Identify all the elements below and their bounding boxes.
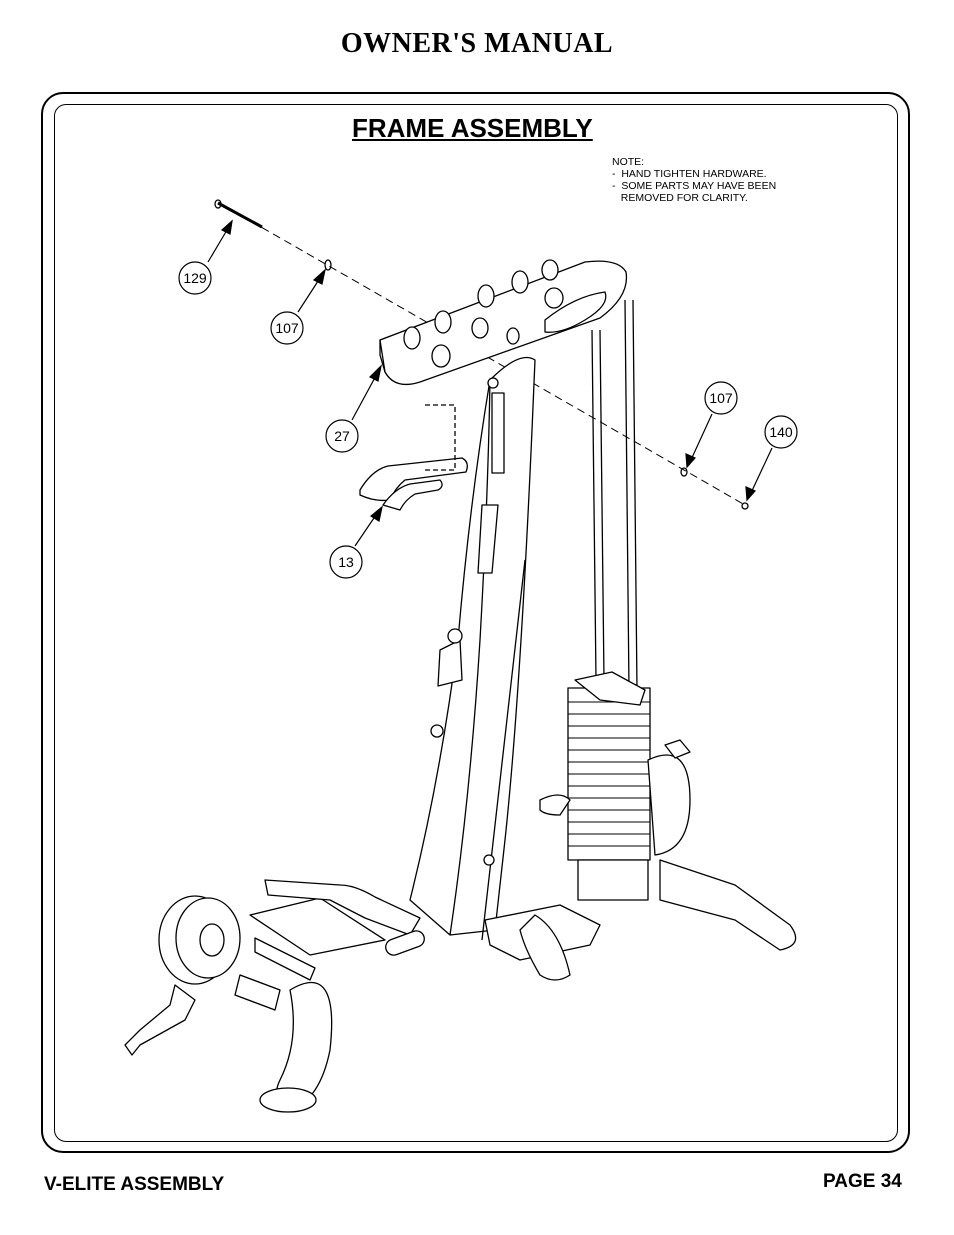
note-line-3: REMOVED FOR CLARITY. <box>612 192 748 204</box>
inner-border <box>54 104 898 1142</box>
callout-107-right-label: 107 <box>709 390 733 406</box>
callout-107-left: 107 <box>270 311 304 345</box>
assembly-note: NOTE: - HAND TIGHTEN HARDWARE. - SOME PA… <box>612 156 776 204</box>
note-label: NOTE: <box>612 156 645 168</box>
frame-assembly-drawing: 129 107 27 13 107 140 <box>124 199 798 1113</box>
callout-140: 140 <box>764 415 798 449</box>
callout-27: 27 <box>325 419 359 453</box>
callout-13-label: 13 <box>338 554 354 570</box>
footer-product-name: V-ELITE ASSEMBLY <box>44 1174 225 1195</box>
page-title: OWNER'S MANUAL <box>340 28 614 59</box>
callout-107-left-label: 107 <box>275 320 299 336</box>
callout-129-label: 129 <box>183 270 207 286</box>
callout-140-label: 140 <box>769 424 793 440</box>
callout-129: 129 <box>178 261 212 295</box>
section-title: FRAME ASSEMBLY <box>352 113 593 143</box>
callout-13: 13 <box>329 545 363 579</box>
callout-27-label: 27 <box>334 428 350 444</box>
callout-107-right: 107 <box>704 381 738 415</box>
page-number: PAGE 34 <box>823 1171 902 1192</box>
outer-border <box>41 92 910 1153</box>
note-line-1: - HAND TIGHTEN HARDWARE. <box>612 168 767 180</box>
note-line-2: - SOME PARTS MAY HAVE BEEN <box>612 180 777 192</box>
